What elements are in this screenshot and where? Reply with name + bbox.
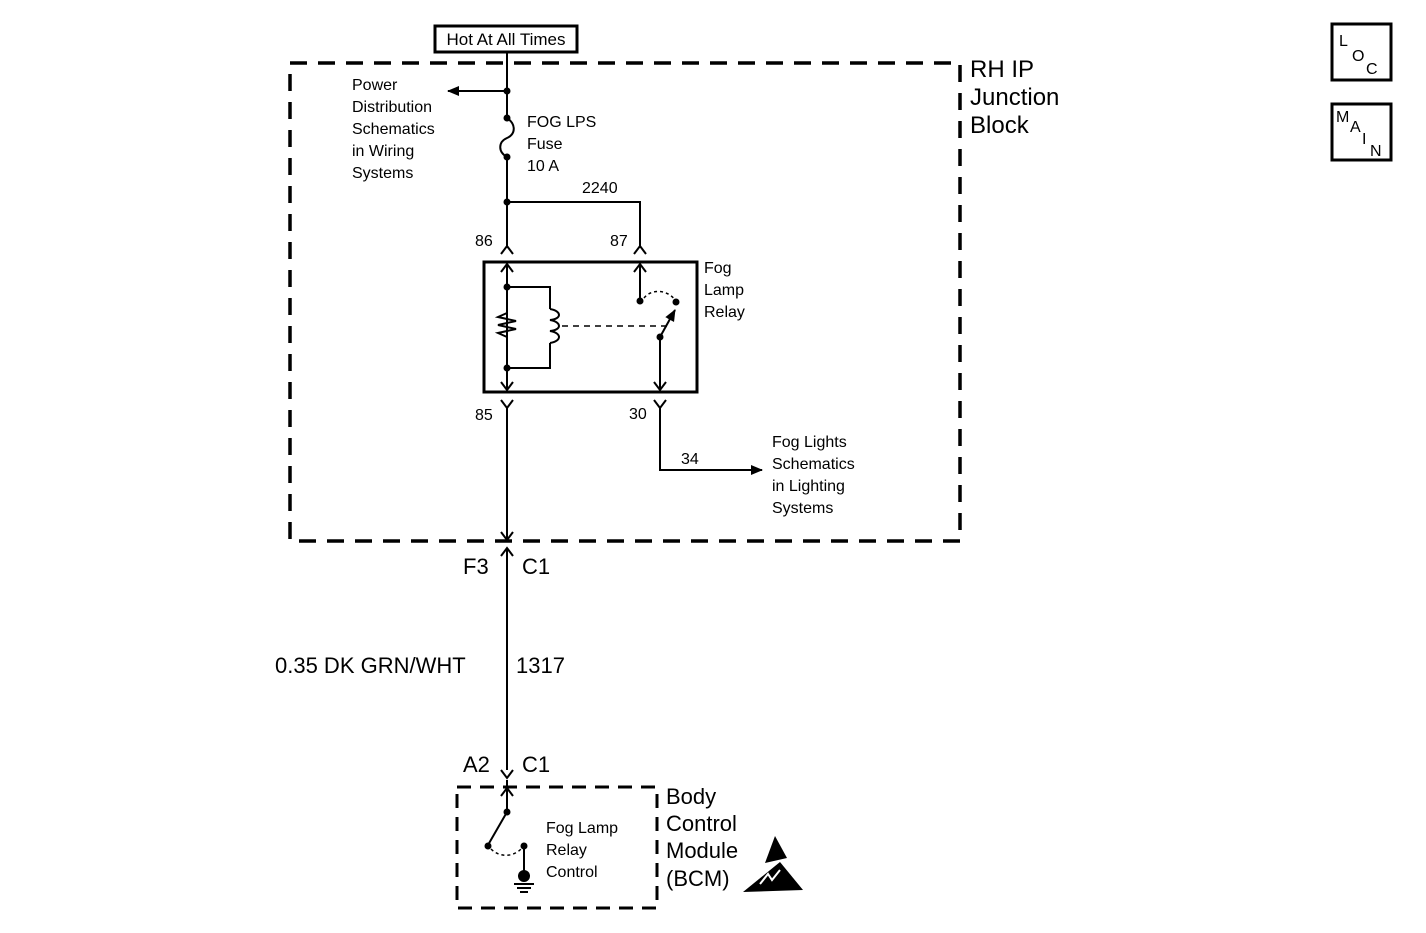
loc-button[interactable]: L O C — [1330, 22, 1393, 82]
svg-text:Schematics: Schematics — [772, 456, 855, 473]
svg-text:Fog Lamp: Fog Lamp — [546, 820, 618, 837]
pin-30-connector — [653, 399, 667, 410]
power-distribution-reference: Power Distribution Schematics in Wiring … — [352, 77, 435, 182]
svg-text:Systems: Systems — [772, 500, 833, 517]
relay-switch — [633, 262, 680, 392]
svg-text:Distribution: Distribution — [352, 99, 432, 116]
svg-text:Relay: Relay — [704, 304, 745, 321]
svg-text:Junction: Junction — [970, 84, 1059, 111]
svg-text:Schematics: Schematics — [352, 121, 435, 138]
svg-text:C: C — [1366, 61, 1378, 78]
svg-text:Hot At All Times: Hot At All Times — [446, 30, 565, 49]
svg-text:Lamp: Lamp — [704, 282, 744, 299]
svg-text:Module: Module — [666, 838, 738, 863]
pin-86-label: 86 — [475, 233, 493, 250]
svg-text:FOG LPS: FOG LPS — [527, 114, 596, 131]
svg-text:N: N — [1370, 143, 1382, 160]
circuit-34-wire — [659, 408, 763, 475]
wire-spec-label: 0.35 DK GRN/WHT — [275, 653, 466, 678]
fog-lps-fuse — [499, 114, 515, 161]
svg-text:Fuse: Fuse — [527, 136, 563, 153]
connector-c1-bottom-label: C1 — [522, 752, 550, 777]
bcm-label: Body Control Module (BCM) — [666, 784, 738, 891]
svg-text:Power: Power — [352, 77, 398, 94]
fog-lamp-relay-box — [482, 260, 699, 394]
svg-text:in Lighting: in Lighting — [772, 478, 845, 495]
svg-text:Relay: Relay — [546, 842, 587, 859]
svg-text:Fog: Fog — [704, 260, 732, 277]
relay-label: Fog Lamp Relay — [704, 260, 745, 321]
hot-at-all-times-label: Hot At All Times — [433, 24, 579, 54]
connector-f3-label: F3 — [463, 554, 489, 579]
svg-text:(BCM): (BCM) — [666, 866, 730, 891]
fog-lights-reference: Fog Lights Schematics in Lighting System… — [772, 434, 855, 517]
svg-text:O: O — [1352, 48, 1364, 65]
bcm-control-label: Fog Lamp Relay Control — [546, 820, 618, 881]
pin-86-connector — [500, 244, 514, 255]
pin-87-label: 87 — [610, 233, 628, 250]
pin-85-label: 85 — [475, 407, 493, 424]
svg-text:RH IP: RH IP — [970, 56, 1034, 83]
fuse-label: FOG LPS Fuse 10 A — [527, 114, 596, 175]
junction-block-boundary — [288, 61, 962, 543]
main-button[interactable]: M A I N — [1330, 102, 1393, 162]
connector-c1-top-label: C1 — [522, 554, 550, 579]
svg-text:A: A — [1350, 119, 1361, 136]
circuit-2240-wire — [507, 201, 641, 248]
f3-c1-connector — [500, 531, 514, 542]
pin-87-connector — [633, 244, 647, 255]
circuit-2240-label: 2240 — [582, 180, 618, 197]
esd-warning-icon — [743, 836, 803, 892]
svg-text:I: I — [1362, 131, 1366, 148]
svg-text:Control: Control — [666, 811, 737, 836]
svg-text:M: M — [1336, 109, 1349, 126]
svg-text:Systems: Systems — [352, 165, 413, 182]
junction-block-label: RH IP Junction Block — [970, 56, 1059, 139]
svg-text:Body: Body — [666, 784, 716, 809]
bcm-relay-control-switch — [484, 780, 534, 893]
bcm-boundary — [455, 785, 659, 910]
svg-text:Block: Block — [970, 112, 1030, 139]
a2-c1-connector — [500, 769, 514, 780]
svg-text:Control: Control — [546, 864, 598, 881]
svg-text:in Wiring: in Wiring — [352, 143, 414, 160]
connector-a2-label: A2 — [463, 752, 490, 777]
svg-text:Fog Lights: Fog Lights — [772, 434, 847, 451]
pin-30-label: 30 — [629, 406, 647, 423]
relay-coil — [494, 262, 560, 392]
circuit-1317-label: 1317 — [516, 653, 565, 678]
pin-85-connector — [500, 399, 514, 410]
circuit-34-label: 34 — [681, 451, 699, 468]
svg-text:L: L — [1339, 33, 1348, 50]
svg-text:10 A: 10 A — [527, 158, 559, 175]
